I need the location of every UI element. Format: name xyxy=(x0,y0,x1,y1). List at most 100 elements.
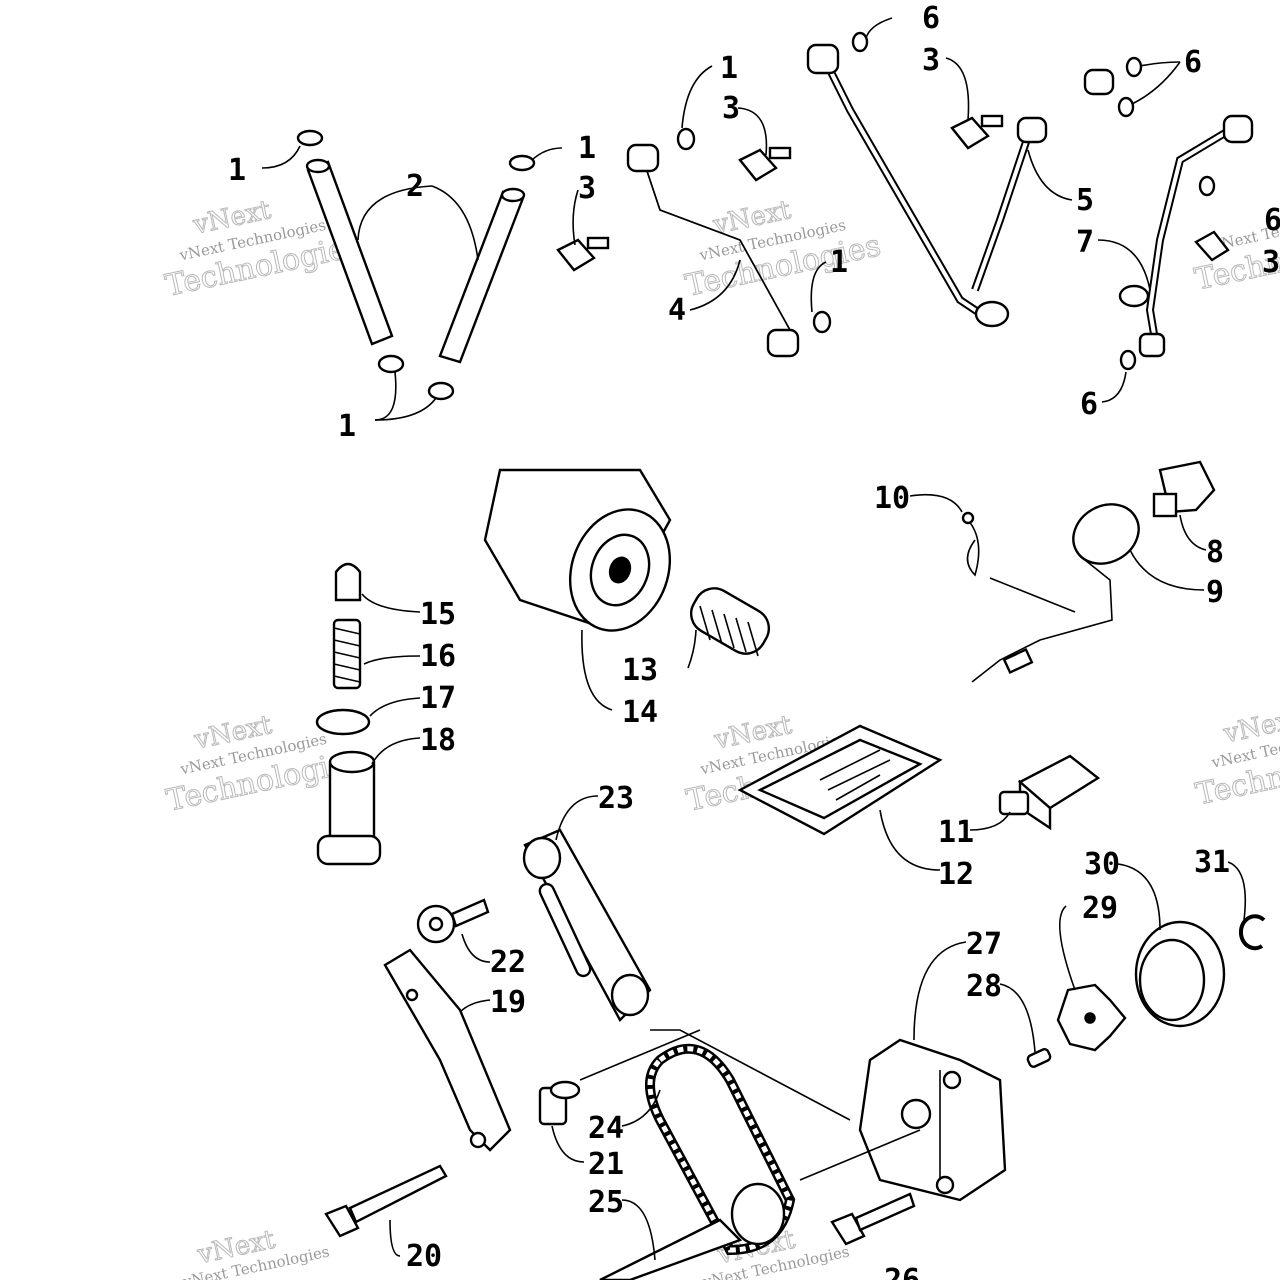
leader-line xyxy=(369,697,421,717)
o-ring xyxy=(1119,349,1137,371)
leader-line xyxy=(374,371,397,421)
o-ring xyxy=(508,154,536,172)
relief-valve-spring xyxy=(332,618,362,690)
o-ring xyxy=(296,129,324,147)
inner-rotor xyxy=(1056,983,1127,1052)
callout-labels: 1 1 1 1 1 2 3 3 3 3 4 5 6 6 6 6 7 8 9 10… xyxy=(228,1,1280,1280)
callout-1: 1 xyxy=(228,153,246,188)
leader-line xyxy=(1027,149,1073,201)
watermark: vNext vNext Technologies Technologies xyxy=(682,195,884,305)
leader-line xyxy=(865,17,893,39)
relief-valve-o-ring xyxy=(315,708,371,736)
leader-line xyxy=(361,593,421,613)
callout-13: 13 xyxy=(622,653,658,688)
leader-line xyxy=(357,185,433,241)
callout-21: 21 xyxy=(588,1147,624,1182)
callout-23: 23 xyxy=(598,781,634,816)
pump-bolt xyxy=(830,1192,916,1246)
callout-12: 12 xyxy=(938,857,974,892)
callout-18: 18 xyxy=(420,723,456,758)
oil-line-4 xyxy=(626,143,800,358)
callout-16: 16 xyxy=(420,639,456,674)
leader-line xyxy=(1129,549,1205,591)
callout-7: 7 xyxy=(1076,225,1094,260)
o-ring xyxy=(1198,175,1216,197)
o-ring xyxy=(1117,96,1135,118)
pressure-switch xyxy=(1152,460,1216,518)
callout-3: 3 xyxy=(922,43,940,78)
leader-line xyxy=(969,811,1011,831)
leader-line xyxy=(363,655,421,665)
callout-31: 31 xyxy=(1194,845,1230,880)
leader-line xyxy=(551,1125,585,1163)
callout-6: 6 xyxy=(1080,387,1098,422)
leader-line xyxy=(389,1219,401,1257)
callout-28: 28 xyxy=(966,969,1002,1004)
leader-line xyxy=(799,1129,921,1181)
o-ring xyxy=(812,310,832,334)
callout-9: 9 xyxy=(1206,575,1224,610)
o-ring xyxy=(676,127,696,151)
leader-line xyxy=(621,1089,661,1127)
banjo-bolt xyxy=(950,114,1004,150)
leader-line xyxy=(555,795,599,841)
callout-2: 2 xyxy=(406,169,424,204)
banjo-bolt xyxy=(1194,230,1230,262)
leader-line xyxy=(1131,61,1181,105)
oil-line-5 xyxy=(806,43,1115,328)
guide-bolt xyxy=(324,1164,448,1238)
callout-11: 11 xyxy=(938,815,974,850)
leader-line xyxy=(459,999,491,1013)
callout-10: 10 xyxy=(874,481,910,516)
leader-line xyxy=(531,147,563,161)
callout-26: 26 xyxy=(884,1263,920,1280)
part-drawings xyxy=(296,31,1266,1280)
callout-6: 6 xyxy=(922,1,940,36)
leader-line xyxy=(650,1029,851,1121)
callout-3: 3 xyxy=(578,171,596,206)
fitting xyxy=(998,754,1101,831)
leader-line xyxy=(689,259,741,311)
relief-valve-body xyxy=(316,750,382,866)
leader-line xyxy=(579,1029,701,1081)
leader-line xyxy=(461,933,491,963)
leader-line xyxy=(810,261,827,313)
dowel-pin xyxy=(1026,1048,1052,1068)
leader-line xyxy=(581,629,613,711)
watermark: vNext vNext Technologies xyxy=(181,1224,331,1280)
leader-line xyxy=(1227,861,1247,921)
callout-17: 17 xyxy=(420,681,456,716)
outer-rotor xyxy=(1134,920,1226,1028)
oil-tube-left xyxy=(305,158,394,346)
oil-line-7 xyxy=(1118,114,1254,358)
leader-lines xyxy=(261,17,1247,1261)
o-ring xyxy=(851,31,869,53)
leader-line xyxy=(371,737,421,765)
oil-tube-right xyxy=(438,187,526,364)
oil-filter xyxy=(483,468,672,632)
leader-line xyxy=(1058,905,1076,991)
callout-1: 1 xyxy=(720,51,738,86)
leader-line xyxy=(1097,239,1151,291)
callout-14: 14 xyxy=(622,695,658,730)
callout-5: 5 xyxy=(1076,183,1094,218)
leader-line xyxy=(621,1199,656,1261)
snap-ring xyxy=(1238,914,1266,951)
leader-line xyxy=(687,629,697,669)
callout-24: 24 xyxy=(588,1111,624,1146)
callout-1: 1 xyxy=(830,245,848,280)
callout-1: 1 xyxy=(338,409,356,444)
leader-line xyxy=(913,941,967,1041)
tensioner-bolt xyxy=(416,898,490,944)
leader-line xyxy=(737,107,768,156)
callout-8: 8 xyxy=(1206,535,1224,570)
sensor-boot xyxy=(971,503,1140,683)
banjo-bolt xyxy=(556,236,610,272)
callout-6: 6 xyxy=(1184,45,1202,80)
chain-guide xyxy=(383,948,512,1152)
watermark: vNext vNext Technologies Technologies xyxy=(1192,703,1280,813)
wire-clip xyxy=(961,511,1076,613)
callout-6: 6 xyxy=(1264,203,1280,238)
leader-line xyxy=(681,65,713,129)
